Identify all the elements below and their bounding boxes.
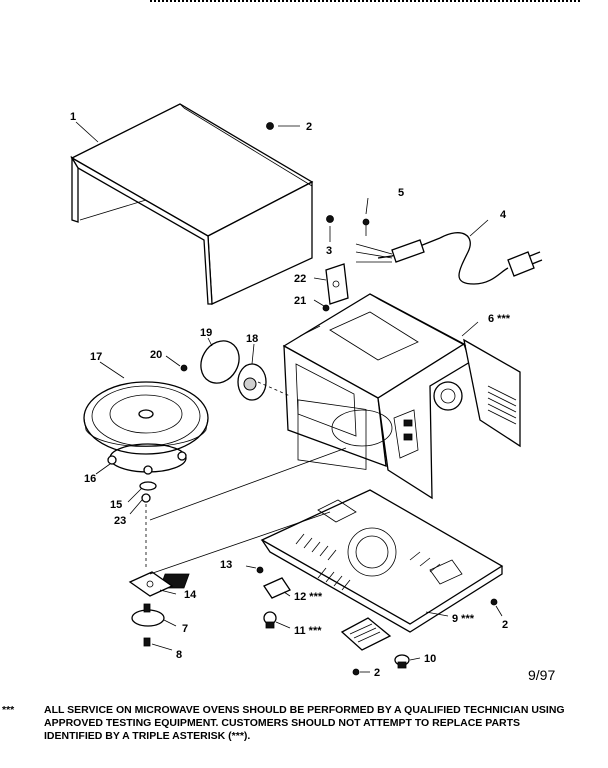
top-edge-dotted-line xyxy=(150,0,580,5)
label-2-bottom: 2 xyxy=(374,667,380,679)
label-9: 9 *** xyxy=(452,613,475,625)
sensor-11[interactable] xyxy=(263,611,277,629)
screw-13[interactable] xyxy=(256,566,264,574)
waveguide-cover-19[interactable] xyxy=(193,334,246,390)
screw-2-base-bottom[interactable] xyxy=(352,668,360,676)
label-10: 10 xyxy=(424,653,436,665)
cord-bracket-22[interactable] xyxy=(325,263,349,305)
label-22: 22 xyxy=(294,273,306,285)
outer-cabinet[interactable] xyxy=(70,103,314,305)
power-cord[interactable] xyxy=(355,232,543,285)
screw-5[interactable] xyxy=(362,218,370,236)
footnote-marker: *** xyxy=(2,704,15,716)
label-5: 5 xyxy=(398,187,404,199)
roller-ring[interactable] xyxy=(107,443,187,475)
footnote-line-2: APPROVED TESTING EQUIPMENT. CUSTOMERS SH… xyxy=(44,717,521,729)
label-7: 7 xyxy=(182,623,188,635)
part-labels: 1 2 3 4 5 6 *** 22 21 19 18 20 17 16 15 … xyxy=(70,111,555,683)
screw-2-top[interactable] xyxy=(266,122,274,130)
label-6: 6 *** xyxy=(488,313,511,325)
label-17: 17 xyxy=(90,351,102,363)
label-21: 21 xyxy=(294,295,306,307)
turntable-motor-7[interactable] xyxy=(131,603,165,627)
bracket-12[interactable] xyxy=(263,577,291,599)
label-2: 2 xyxy=(306,121,312,133)
label-18: 18 xyxy=(246,333,258,345)
revision-date: 9/97 xyxy=(528,667,555,683)
footnote-line-3: IDENTIFIED BY A TRIPLE ASTERISK (***). xyxy=(44,730,251,742)
screw-3[interactable] xyxy=(326,215,334,223)
turntable-tray[interactable] xyxy=(83,381,209,455)
label-23: 23 xyxy=(114,515,126,527)
label-11: 11 *** xyxy=(294,625,322,637)
label-3: 3 xyxy=(326,245,332,257)
label-20: 20 xyxy=(150,349,162,361)
foot-10[interactable] xyxy=(394,654,410,669)
label-8: 8 xyxy=(176,649,182,661)
label-4: 4 xyxy=(500,209,507,221)
label-12: 12 *** xyxy=(294,591,323,603)
coupling-23[interactable] xyxy=(141,493,151,503)
label-13: 13 xyxy=(220,559,232,571)
screw-21[interactable] xyxy=(322,304,330,312)
label-1: 1 xyxy=(70,111,76,123)
label-14: 14 xyxy=(184,589,197,601)
stirrer-cover[interactable] xyxy=(340,617,392,651)
footnote-line-1: ALL SERVICE ON MICROWAVE OVENS SHOULD BE… xyxy=(44,704,565,716)
label-2-right: 2 xyxy=(502,619,508,631)
screw-2-base-right[interactable] xyxy=(490,598,498,606)
oven-chassis[interactable] xyxy=(282,293,521,500)
label-19: 19 xyxy=(200,327,212,339)
screw-20[interactable] xyxy=(180,364,188,372)
leader-lines xyxy=(75,121,503,673)
label-16: 16 xyxy=(84,473,96,485)
base-plate[interactable] xyxy=(159,489,504,633)
screw-8[interactable] xyxy=(143,637,151,647)
shaft-15[interactable] xyxy=(139,481,157,491)
label-15: 15 xyxy=(110,499,122,511)
coupler-18[interactable] xyxy=(237,363,267,401)
